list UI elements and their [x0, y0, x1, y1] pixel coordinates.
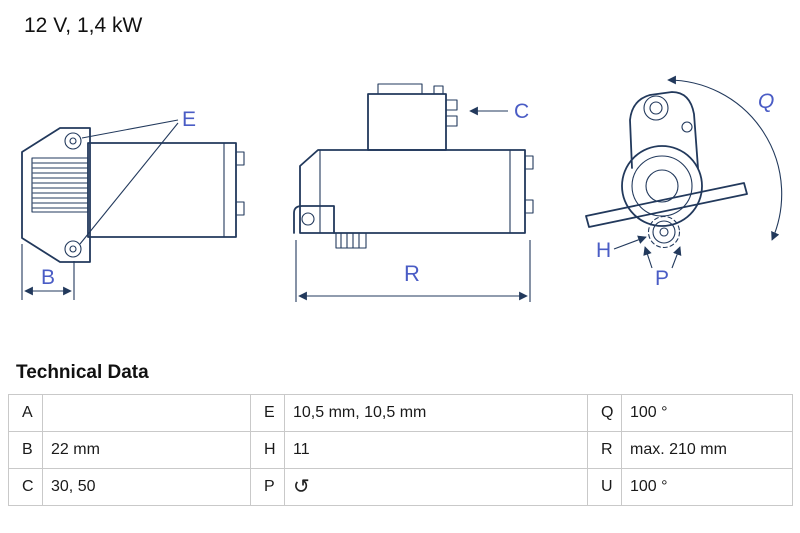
param-key-p: P	[250, 468, 285, 506]
e-leader-top	[81, 119, 179, 139]
q-angle-arc	[667, 75, 783, 241]
table-row-2: B 22 mm H 11 R max. 210 mm	[8, 431, 793, 469]
dim-label-p: P	[655, 267, 669, 290]
param-value-c: 30, 50	[42, 468, 251, 506]
solenoid-body	[367, 93, 447, 151]
dim-label-c: C	[514, 100, 529, 123]
p-leader-left	[643, 246, 653, 269]
technical-data-section: Technical Data A E 10,5 mm, 10,5 mm Q 10…	[8, 362, 793, 506]
param-value-r: max. 210 mm	[621, 431, 793, 469]
ribbed-drive-housing	[31, 157, 89, 213]
ribbed-foot	[335, 232, 367, 249]
dim-label-e: E	[182, 108, 196, 131]
param-value-e: 10,5 mm, 10,5 mm	[284, 394, 588, 432]
terminal-tab-top	[235, 151, 245, 166]
mounting-hole-bottom	[64, 240, 82, 258]
rotation-direction-icon: ↺	[293, 475, 310, 498]
r-dimension: R	[295, 240, 531, 302]
param-key-h: H	[250, 431, 285, 469]
table-row-3: C 30, 50 P ↺ U 100 °	[8, 468, 793, 506]
param-value-p: ↺	[284, 468, 588, 506]
technical-data-table: A E 10,5 mm, 10,5 mm Q 100 ° B 22 mm H 1…	[8, 394, 793, 506]
mounting-bracket	[293, 205, 335, 234]
param-value-u: 100 °	[621, 468, 793, 506]
bracket-hole	[301, 212, 315, 226]
pole-housing	[87, 142, 237, 238]
terminal-tab	[524, 155, 534, 170]
mounting-flange	[21, 127, 91, 263]
param-value-b: 22 mm	[42, 431, 251, 469]
param-key-q: Q	[587, 394, 622, 432]
param-value-a	[42, 394, 251, 432]
b-dimension: B	[21, 244, 75, 300]
param-key-u: U	[587, 468, 622, 506]
drive-end-view: E B	[21, 108, 245, 300]
starter-motor-drawing: E B	[21, 75, 783, 302]
flange-hole-top	[649, 101, 663, 115]
flange-hole-right	[681, 121, 693, 133]
param-key-r: R	[587, 431, 622, 469]
dim-label-q: Q	[758, 90, 774, 113]
table-title: Technical Data	[16, 362, 149, 383]
terminal-stud-top	[433, 85, 444, 95]
pinion-gear	[647, 215, 681, 249]
solenoid-cap	[377, 83, 423, 95]
mounting-hole-top	[64, 132, 82, 150]
terminal-tab	[524, 199, 534, 214]
dim-label-r: R	[404, 261, 420, 286]
motor-body	[299, 149, 526, 234]
housing-outer-ring	[621, 145, 703, 227]
param-key-c: C	[8, 468, 43, 506]
dim-label-h: H	[596, 239, 611, 262]
param-value-q: 100 °	[621, 394, 793, 432]
table-row-1: A E 10,5 mm, 10,5 mm Q 100 °	[8, 394, 793, 432]
mounting-strip	[585, 182, 748, 228]
technical-drawing-stage: 12 V, 1,4 kW	[21, 14, 783, 302]
param-key-e: E	[250, 394, 285, 432]
p-leader-right	[671, 246, 682, 269]
h-leader-arrow	[613, 235, 647, 250]
dim-label-b: B	[41, 266, 55, 289]
param-value-h: 11	[284, 431, 588, 469]
terminal-tab-bottom	[235, 201, 245, 216]
terminal-stud-2	[445, 115, 458, 127]
product-spec-title: 12 V, 1,4 kW	[24, 14, 143, 37]
param-key-b: B	[8, 431, 43, 469]
side-view: C R	[293, 83, 534, 302]
e-leader-bottom	[79, 122, 179, 245]
param-key-a: A	[8, 394, 43, 432]
terminal-stud-1	[445, 99, 458, 111]
pinion-end-view: Q H P	[585, 75, 783, 290]
